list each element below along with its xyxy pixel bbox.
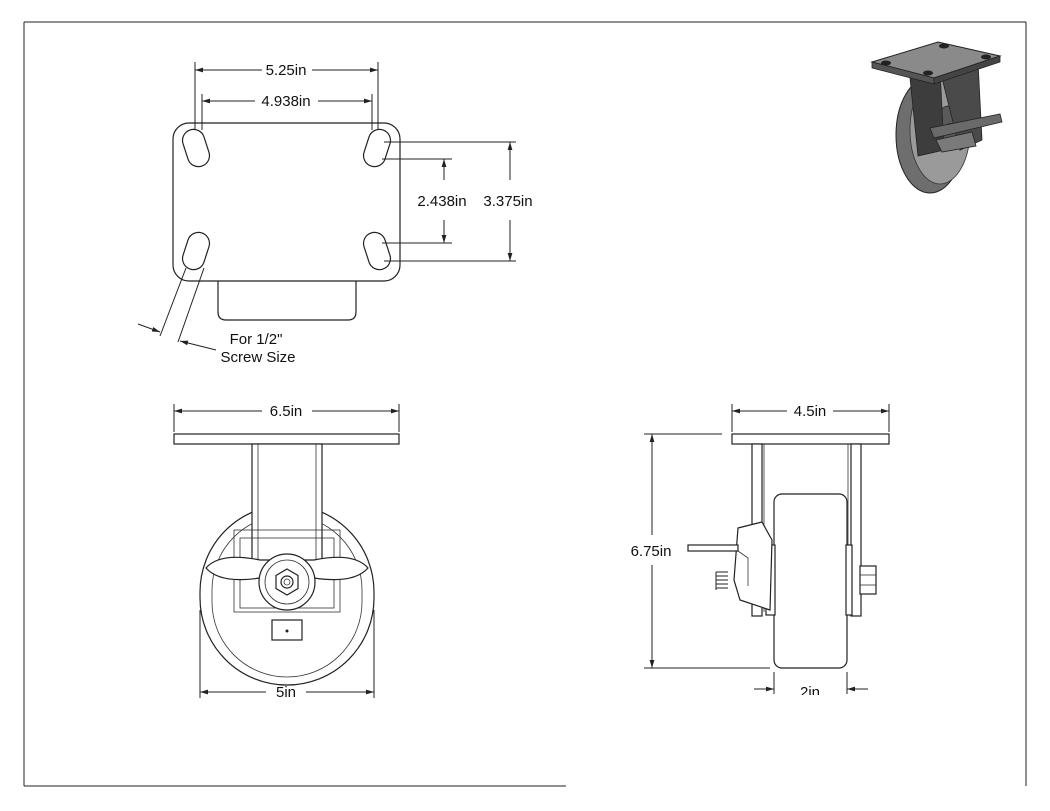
fork-leg-right xyxy=(850,443,862,617)
mounting-plate xyxy=(172,122,401,282)
dim-hole-height: 2.438in xyxy=(417,193,466,210)
dim-wheel-diameter: 5in xyxy=(276,684,296,701)
axle-nut xyxy=(859,565,877,595)
top-view: 5.25in 4.938in 2.438in 3.375in For 1/2" … xyxy=(137,62,533,366)
screw-note-line2: Screw Size xyxy=(220,349,295,366)
brake-spring xyxy=(715,571,728,590)
top-plate-front xyxy=(173,433,400,445)
brake-pedal-side xyxy=(687,544,739,552)
mounting-hole-slots xyxy=(181,128,392,271)
dim-overall-height: 6.75in xyxy=(631,543,672,560)
screw-note-line1: For 1/2" xyxy=(230,331,283,348)
front-view: 6.5in 5in xyxy=(173,403,400,701)
side-view: 4.5in 6.75in xyxy=(631,403,890,709)
sheet-border xyxy=(23,21,1027,787)
fork-front xyxy=(251,443,323,563)
dim-plate-width-front: 6.5in xyxy=(270,403,303,420)
dim-outer-height: 3.375in xyxy=(483,193,532,210)
dim-hole-width: 4.938in xyxy=(261,93,310,110)
wheel-side xyxy=(773,493,848,669)
caster-isometric-icon xyxy=(870,41,1003,194)
brake-assembly-side xyxy=(733,521,773,611)
top-plate-side xyxy=(731,433,890,445)
dim-outer-width: 5.25in xyxy=(266,62,307,79)
dim-plate-width-side: 4.5in xyxy=(794,403,827,420)
